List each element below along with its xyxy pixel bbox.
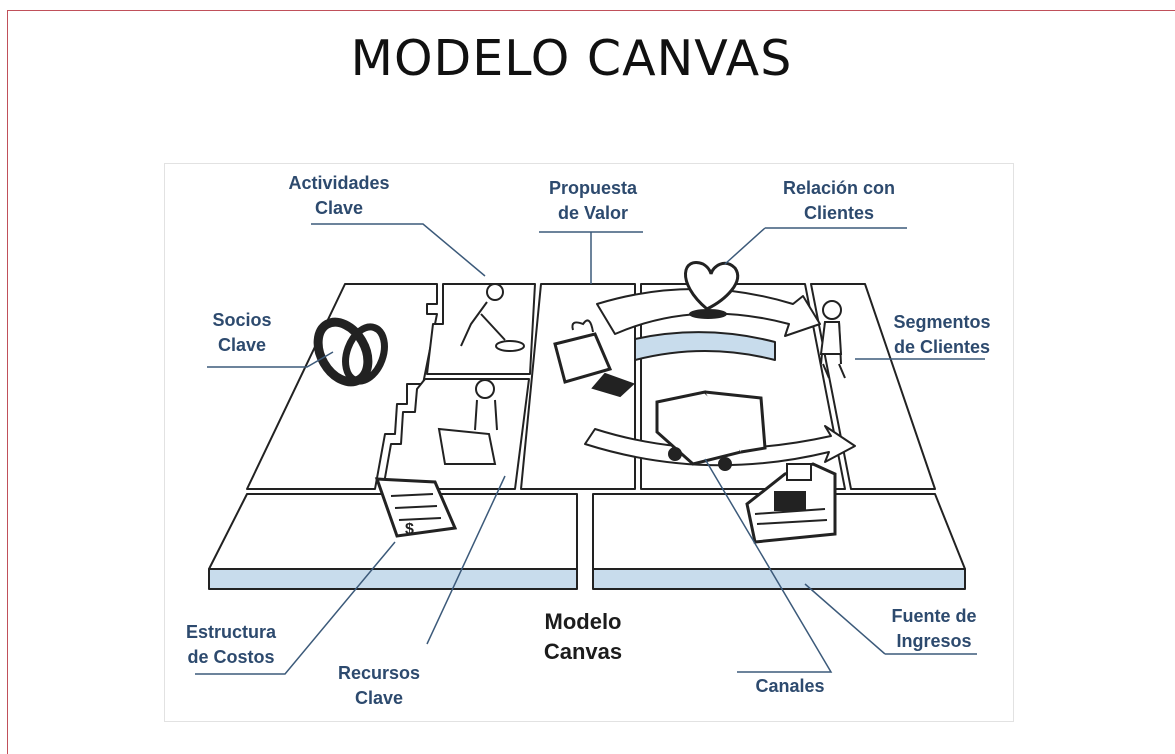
leader-actividades	[311, 223, 486, 277]
leader-relacion	[724, 227, 907, 265]
worker-digging-icon	[460, 283, 525, 352]
board-edge-left	[208, 568, 578, 590]
leader-socios	[207, 351, 334, 368]
leader-recursos	[426, 475, 506, 645]
chain-links-icon	[313, 317, 388, 387]
canvas-board-drawing: $	[195, 223, 985, 675]
board-edge-right	[592, 568, 966, 590]
cash-register-icon	[745, 462, 837, 544]
block-actividades-clave	[426, 283, 536, 375]
gift-box-icon	[553, 319, 635, 398]
leader-estructura	[195, 541, 396, 675]
heart-icon	[684, 261, 740, 311]
person-icon	[819, 300, 846, 379]
slide-frame	[7, 10, 1175, 754]
leader-fuente	[804, 583, 977, 655]
invoice-icon: $	[374, 477, 458, 538]
truck-icon	[655, 390, 767, 471]
label-canales: Canales	[755, 676, 825, 696]
leader-canales	[704, 458, 833, 673]
worker-box-icon	[437, 379, 498, 465]
page-title: MODELO CANVAS	[350, 30, 793, 87]
block-socios-clave	[246, 283, 438, 490]
leader-propuesta	[539, 231, 643, 284]
block-estructura-costos	[208, 493, 578, 570]
svg-text:$: $	[405, 521, 414, 538]
